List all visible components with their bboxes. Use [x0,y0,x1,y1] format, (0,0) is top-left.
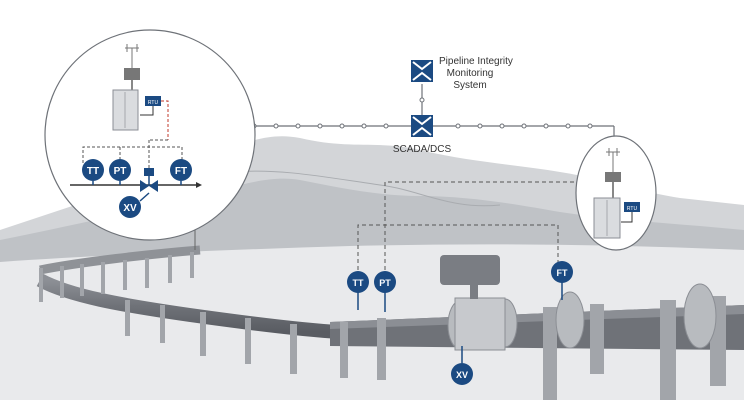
solar-panel-icon [124,68,140,80]
radio-antenna-icon [125,44,139,70]
right-station-inset: RTU [575,135,657,251]
left-rtu-label: RTU [148,100,159,106]
pims-label-line1: Pipeline Integrity [439,56,513,67]
left-pt-instrument[interactable]: PT [109,159,131,185]
left-tt-label: TT [87,166,99,177]
pipe-supports [39,252,726,400]
pipeline-pt-instrument[interactable]: PT [374,271,396,312]
rtu-icon[interactable] [145,96,161,106]
left-ft-label: FT [175,166,187,177]
pipeline-pt-label: PT [379,278,391,288]
pims-label-line3: System [453,80,486,91]
pipeline-tt-instrument[interactable]: TT [347,271,369,310]
instrument-signal-lines [357,181,580,270]
pipeline-far-section [39,245,201,275]
pipeline-curve [36,273,341,339]
control-valve-icon[interactable] [140,168,158,192]
left-station-inset: RTU TT P [44,29,256,250]
pipeline-ft-label: FT [557,268,568,278]
pipeline [36,245,744,400]
pims-node-icon[interactable] [411,60,433,82]
scada-label: SCADA/DCS [393,144,452,155]
right-rtu-label: RTU [627,206,638,212]
pipeline-ft-instrument[interactable]: FT [551,261,573,300]
right-rtu-icon[interactable] [624,202,640,212]
pims-label-line2: Monitoring [447,68,494,79]
left-tt-instrument[interactable]: TT [82,159,104,185]
left-xv-valve[interactable]: XV [119,192,150,218]
scada-node-icon[interactable] [411,115,433,137]
pipeline-xv-label: XV [456,370,468,380]
right-solar-panel-icon [605,172,621,182]
pipeline-xv-valve[interactable]: XV [451,346,473,385]
left-pt-label: PT [114,166,127,177]
network-link-dots [251,97,593,129]
ridge-line [234,170,501,207]
left-xv-label: XV [123,203,137,214]
pipeline-tt-label: TT [353,278,364,288]
right-radio-antenna-icon [606,148,620,172]
left-ft-instrument[interactable]: FT [170,159,192,185]
pipeline-valve-body [440,255,506,351]
